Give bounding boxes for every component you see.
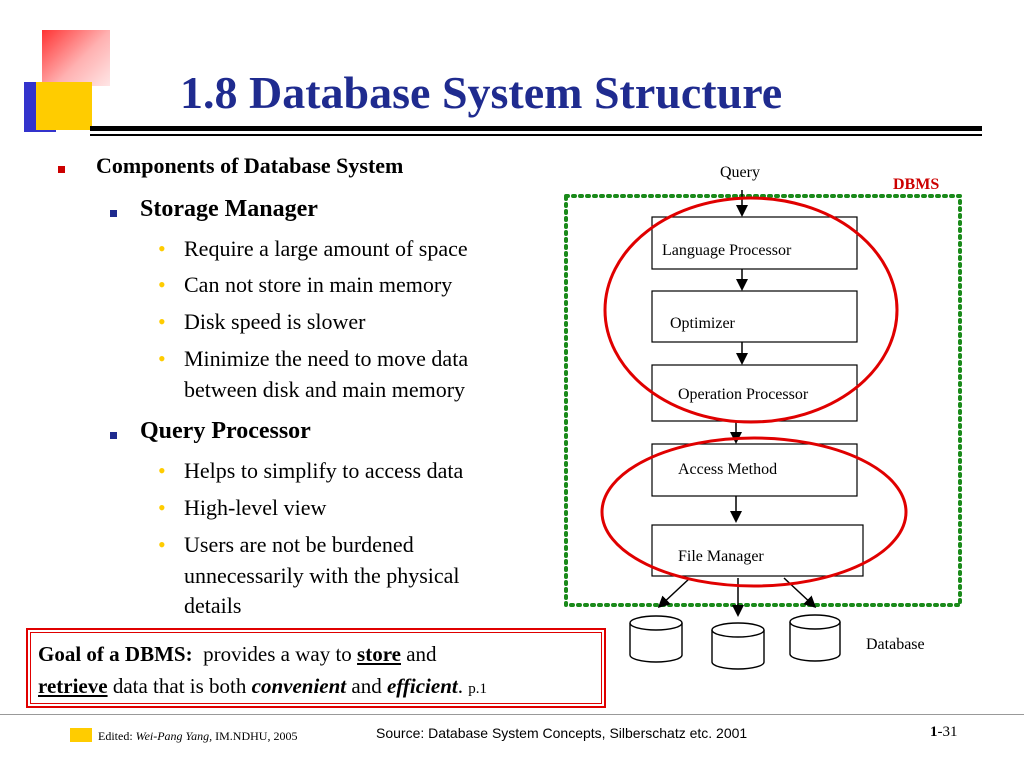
database-label: Database (866, 636, 925, 653)
box-label: Operation Processor (678, 386, 809, 403)
language-processor-box (651, 216, 858, 270)
box-label: File Manager (678, 548, 764, 565)
storage-bullet-cont: between disk and main memory (184, 377, 466, 402)
goal-line-1: Goal of a DBMS: provides a way to store … (38, 642, 437, 667)
query-bullet-cont: unnecessarily with the physical (184, 563, 460, 588)
footer-rule (0, 714, 1024, 715)
bullet-dot-icon: • (158, 346, 166, 371)
footer-affiliation: IM.NDHU, 2005 (215, 729, 298, 743)
query-bullet: High-level view (184, 495, 327, 520)
goal-line-2: retrieve data that is both convenient an… (38, 674, 487, 699)
goal-period: . (457, 674, 463, 698)
goal-lead: Goal of a DBMS: (38, 642, 193, 666)
bullet-dot-icon: • (158, 272, 166, 297)
storage-manager-label: Storage Manager (140, 196, 318, 222)
bullet-dot-icon: • (158, 458, 166, 483)
goal-text: and (406, 642, 437, 666)
database-cylinder (629, 615, 683, 663)
box-label: Optimizer (670, 315, 735, 332)
goal-text: and (351, 674, 382, 698)
storage-bullet: Can not store in main memory (184, 272, 453, 297)
bullet-dot-icon: • (158, 532, 166, 557)
footer-page-number: 1-31 (930, 724, 958, 741)
bullet-dot-icon: • (158, 495, 166, 520)
title-rule-thin (90, 134, 982, 136)
access-method-box (651, 443, 858, 497)
goal-retrieve: retrieve (38, 674, 108, 698)
decor-yellow-square (36, 82, 92, 130)
dbms-boundary (564, 194, 962, 607)
query-processor-circle (603, 196, 899, 424)
footer-yellow-mark (70, 728, 92, 742)
dbms-label: DBMS (893, 176, 940, 193)
query-processor-label: Query Processor (140, 418, 311, 444)
outline-heading: Components of Database System (96, 153, 404, 178)
storage-manager-circle (600, 436, 908, 588)
goal-box (26, 628, 606, 708)
box-label: Language Processor (662, 242, 792, 259)
goal-store: store (357, 642, 401, 666)
footer-chapter: 1 (930, 724, 938, 740)
database-cylinder (789, 614, 841, 662)
footer-source: Source: Database System Concepts, Silber… (376, 725, 748, 741)
goal-text: provides a way to (203, 642, 352, 666)
footer-page: -31 (937, 724, 958, 740)
title-rule-thick (90, 126, 982, 131)
query-bullet-cont: details (184, 593, 242, 618)
database-cylinder (711, 622, 765, 670)
goal-efficient: efficient (386, 674, 458, 698)
slide-title: 1.8 Database System Structure (180, 67, 783, 118)
storage-bullet: Minimize the need to move data (184, 346, 469, 371)
storage-bullet: Disk speed is slower (184, 309, 366, 334)
bullet-square-icon (110, 432, 117, 439)
optimizer-box (651, 290, 858, 343)
storage-bullet: Require a large amount of space (184, 236, 468, 261)
footer-credit: Edited: Wei-Pang Yang, IM.NDHU, 2005 (98, 729, 297, 744)
bullet-dot-icon: • (158, 309, 166, 334)
goal-box-inner (30, 632, 602, 704)
query-bullet: Helps to simplify to access data (184, 458, 464, 483)
file-manager-box (651, 524, 864, 577)
box-label: Access Method (678, 461, 778, 478)
decor-red-square (42, 30, 110, 86)
footer-edited-label: Edited: (98, 729, 133, 743)
db-arrow (657, 577, 691, 609)
query-bullet: Users are not be burdened (184, 532, 414, 557)
goal-convenient: convenient (251, 674, 347, 698)
footer-author: Wei-Pang Yang, (135, 729, 213, 743)
bullet-square-icon (110, 210, 117, 217)
goal-page-ref: p.1 (468, 681, 487, 697)
goal-text: data that is both (112, 674, 247, 698)
query-label: Query (720, 164, 760, 181)
bullet-dot-icon: • (158, 236, 166, 261)
bullet-square-icon (58, 166, 65, 173)
